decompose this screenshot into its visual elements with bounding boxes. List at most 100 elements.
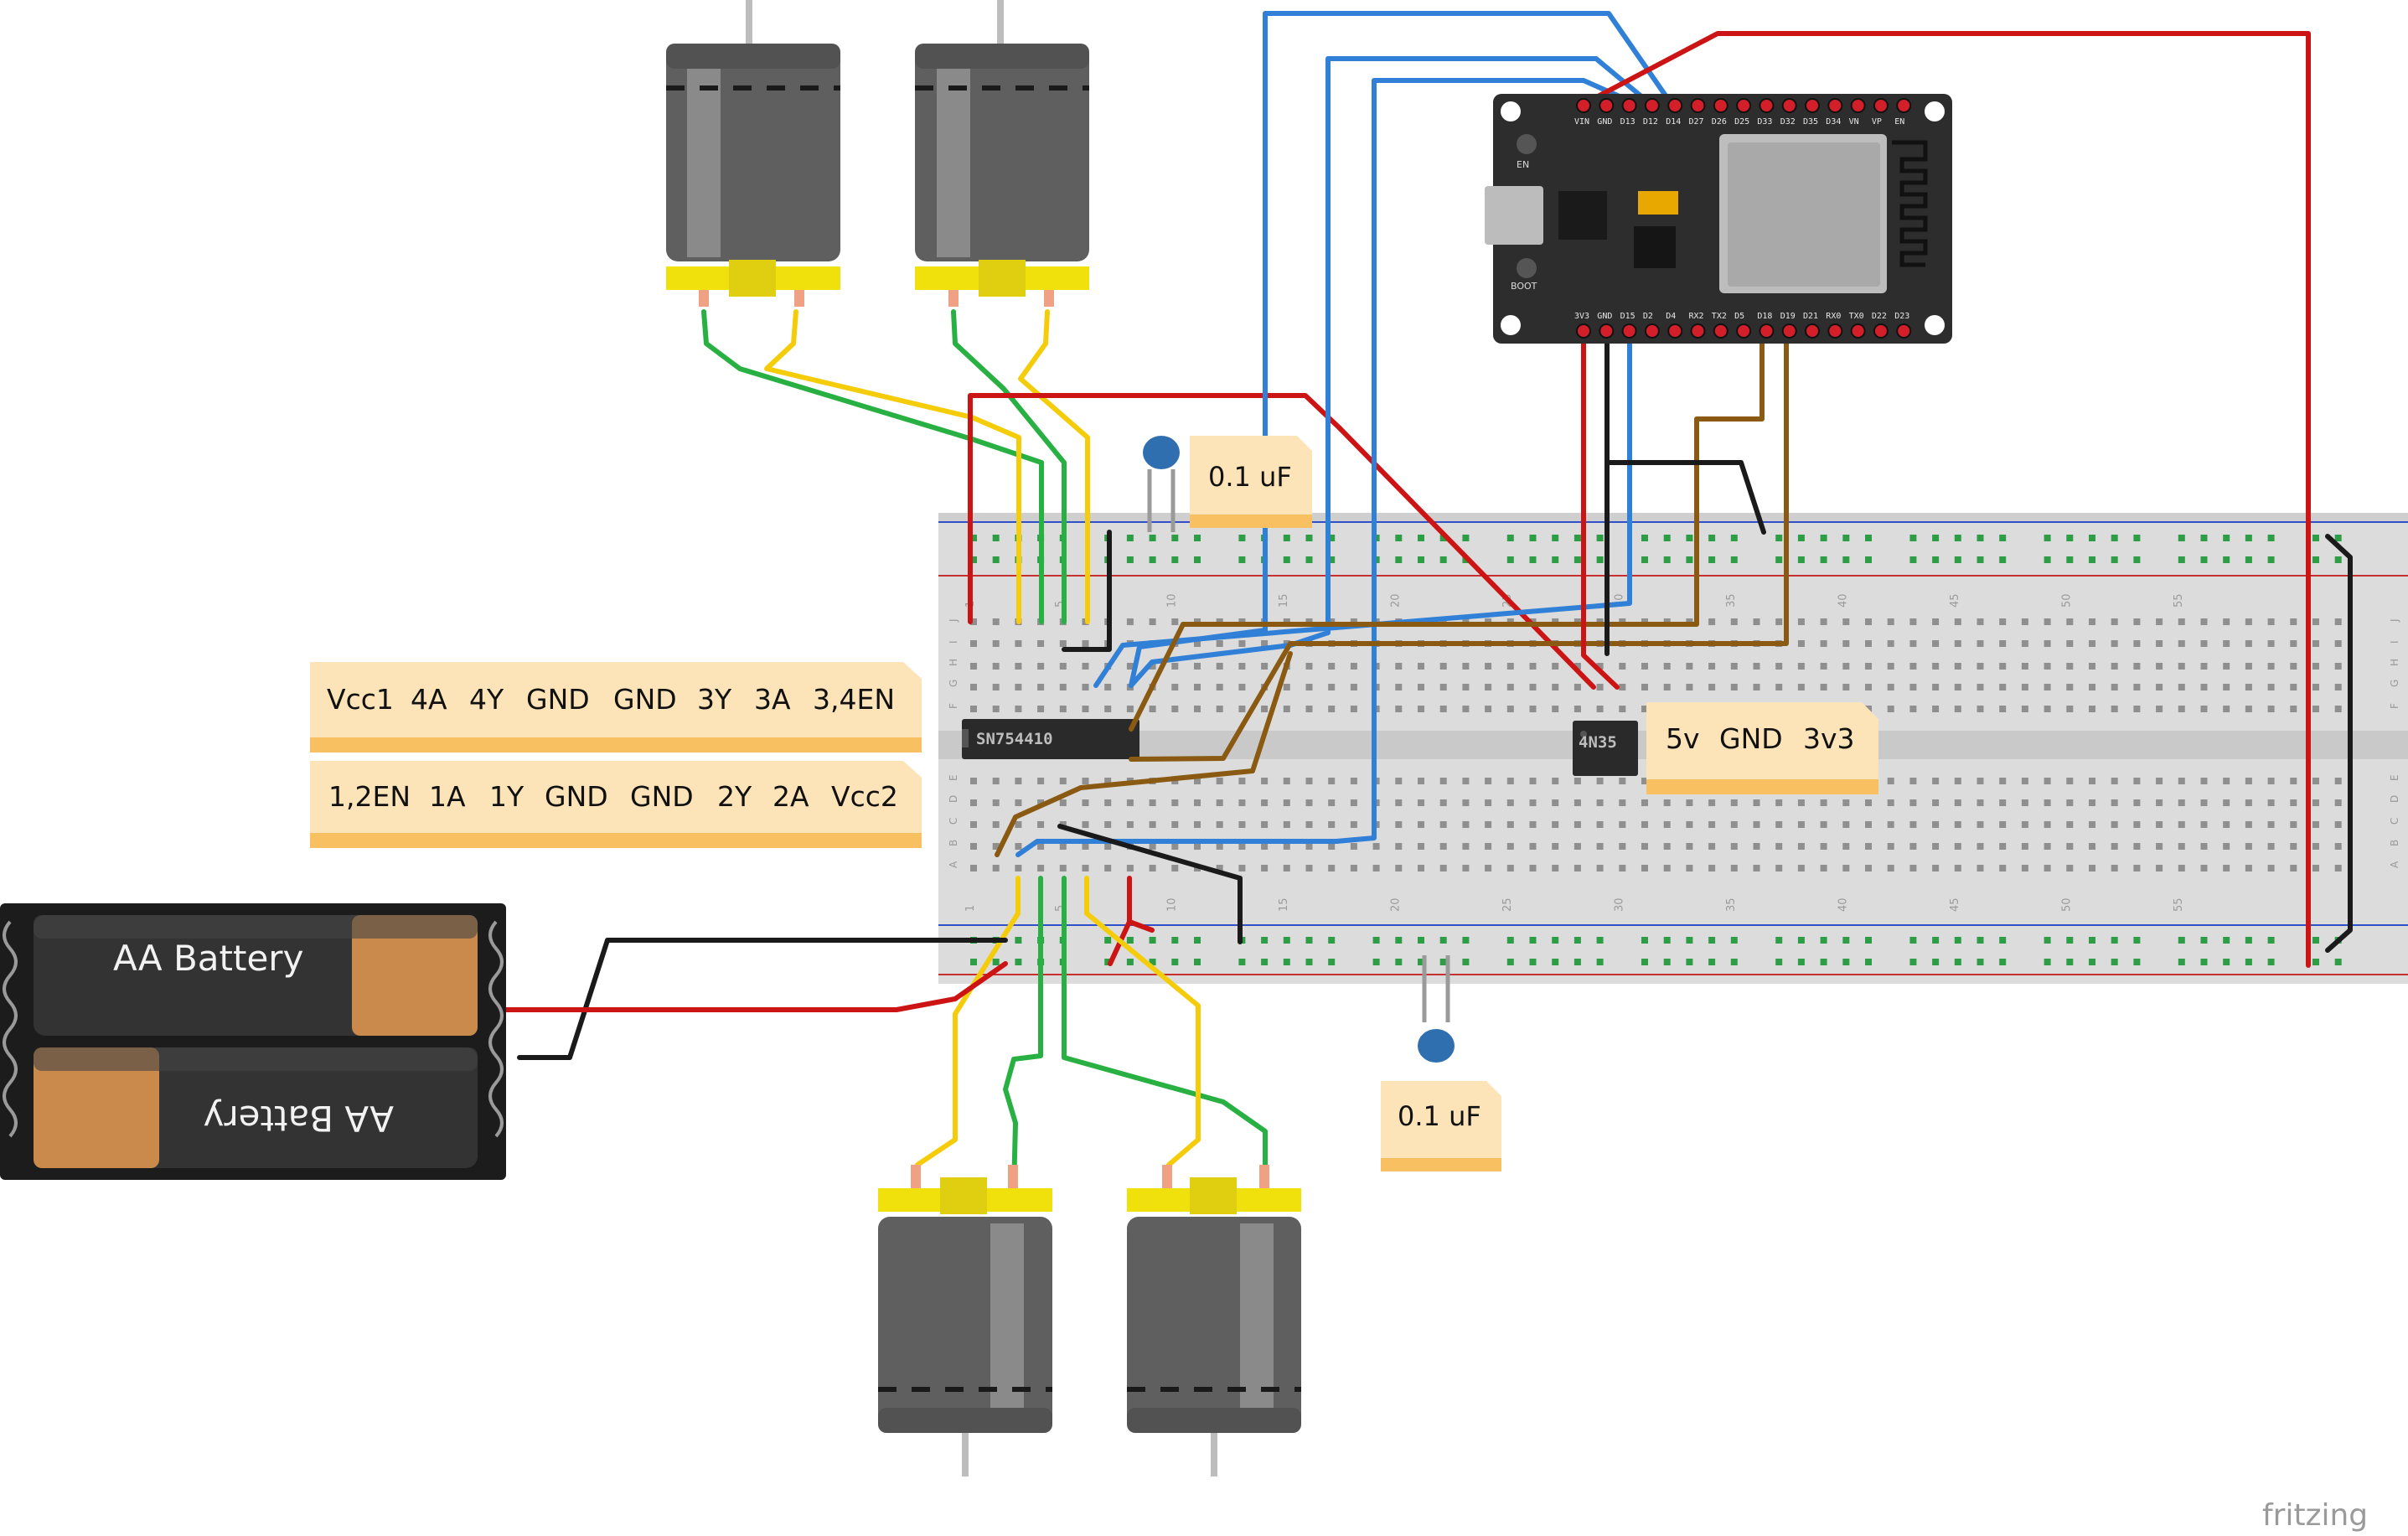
- terminal-hole: [1932, 706, 1940, 712]
- terminal-hole: [1596, 865, 1604, 871]
- terminal-hole: [2021, 618, 2028, 625]
- terminal-hole: [1932, 843, 1940, 850]
- terminal-hole: [2267, 640, 2275, 647]
- terminal-hole: [1708, 821, 1716, 828]
- rail-hole: [2312, 535, 2319, 541]
- terminal-hole: [1395, 663, 1403, 670]
- terminal-hole: [1439, 778, 1447, 784]
- terminal-hole: [2267, 618, 2275, 625]
- terminal-hole: [1462, 799, 1470, 806]
- terminal-hole: [1552, 706, 1559, 712]
- terminal-hole: [1194, 778, 1201, 784]
- terminal-hole: [1887, 663, 1894, 670]
- terminal-hole: [1439, 821, 1447, 828]
- column-number: 10: [1165, 593, 1178, 608]
- esp32-pin-label: D23: [1894, 312, 1909, 321]
- esp32-pin-label: VP: [1872, 117, 1882, 127]
- esp32-pin: [1850, 98, 1866, 113]
- rail-hole: [992, 556, 1000, 563]
- terminal-hole: [1641, 684, 1648, 690]
- rail-hole: [1573, 937, 1581, 944]
- rail-hole: [992, 535, 1000, 541]
- rail-hole: [1686, 937, 1693, 944]
- battery-label-bottom: AA Battery: [204, 1098, 394, 1139]
- rail-hole: [1418, 959, 1424, 965]
- rail-hole: [1462, 937, 1470, 944]
- fritzing-watermark: fritzing: [2262, 1498, 2368, 1533]
- column-number: 15: [1278, 593, 1290, 608]
- terminal-hole: [1999, 778, 2007, 784]
- terminal-hole: [2133, 706, 2141, 712]
- terminal-hole: [2312, 843, 2319, 850]
- terminal-hole: [2312, 778, 2319, 784]
- terminal-hole: [1708, 663, 1716, 670]
- row-letter: B: [948, 840, 959, 846]
- terminal-hole: [1932, 618, 1940, 625]
- column-number: 1: [964, 905, 977, 912]
- terminal-hole: [2089, 618, 2095, 625]
- rail-hole: [1552, 535, 1559, 541]
- terminal-hole: [1238, 843, 1246, 850]
- terminal-hole: [992, 778, 1000, 784]
- terminal-hole: [1261, 706, 1269, 712]
- terminal-hole: [1954, 799, 1961, 806]
- terminal-hole: [1350, 799, 1357, 806]
- terminal-hole: [1775, 663, 1783, 670]
- terminal-hole: [2156, 640, 2163, 647]
- terminal-hole: [2290, 821, 2297, 828]
- wire-red: [500, 961, 1008, 1012]
- terminal-hole: [2178, 640, 2185, 647]
- wire-blue: [1015, 78, 1631, 857]
- terminal-hole: [2223, 684, 2230, 690]
- esp32-pin-label: D12: [1643, 117, 1658, 127]
- terminal-hole: [1820, 799, 1827, 806]
- terminal-hole: [2133, 843, 2141, 850]
- terminal-hole: [2044, 799, 2051, 806]
- terminal-hole: [1932, 799, 1940, 806]
- column-number: 50: [2060, 897, 2073, 912]
- terminal-hole: [1865, 821, 1872, 828]
- wire-green: [1062, 876, 1268, 1192]
- terminal-hole: [1439, 865, 1447, 871]
- esp32-pin-label: RX2: [1689, 312, 1704, 321]
- rail-hole: [1820, 937, 1827, 944]
- terminal-hole: [1082, 865, 1089, 871]
- rail-hole: [1506, 556, 1514, 563]
- terminal-hole: [2290, 865, 2297, 871]
- rail-hole: [1171, 959, 1179, 965]
- rail-hole: [2044, 937, 2051, 944]
- row-letter: F: [2389, 703, 2400, 709]
- terminal-hole: [1730, 799, 1738, 806]
- rail-hole: [1328, 535, 1336, 541]
- terminal-hole: [2021, 821, 2028, 828]
- rail-hole: [1909, 959, 1917, 965]
- terminal-hole: [1954, 843, 1961, 850]
- rail-hole: [1708, 535, 1716, 541]
- pin-label: 4A: [411, 683, 447, 716]
- terminal-hole: [2223, 618, 2230, 625]
- terminal-hole: [1730, 865, 1738, 871]
- terminal-hole: [2334, 778, 2342, 784]
- rail-hole: [992, 959, 1000, 965]
- terminal-hole: [1015, 865, 1022, 871]
- terminal-hole: [2178, 684, 2185, 690]
- esp32-pin: [1805, 323, 1820, 339]
- row-letter: H: [2389, 659, 2400, 666]
- terminal-hole: [1686, 865, 1693, 871]
- terminal-hole: [1596, 706, 1604, 712]
- terminal-hole: [1932, 821, 1940, 828]
- terminal-hole: [2156, 778, 2163, 784]
- rail-hole: [1506, 937, 1514, 944]
- terminal-hole: [1462, 684, 1470, 690]
- terminal-hole: [1216, 706, 1223, 712]
- terminal-hole: [1418, 843, 1424, 850]
- rail-hole: [1171, 556, 1179, 563]
- row-letter: E: [2389, 774, 2400, 781]
- terminal-hole: [2334, 684, 2342, 690]
- terminal-hole: [1977, 706, 1984, 712]
- wire-red: [1579, 31, 2311, 968]
- terminal-hole: [2178, 778, 2185, 784]
- column-number: 35: [1725, 593, 1738, 608]
- cap-label-bottom: 0.1 uF: [1398, 1100, 1481, 1132]
